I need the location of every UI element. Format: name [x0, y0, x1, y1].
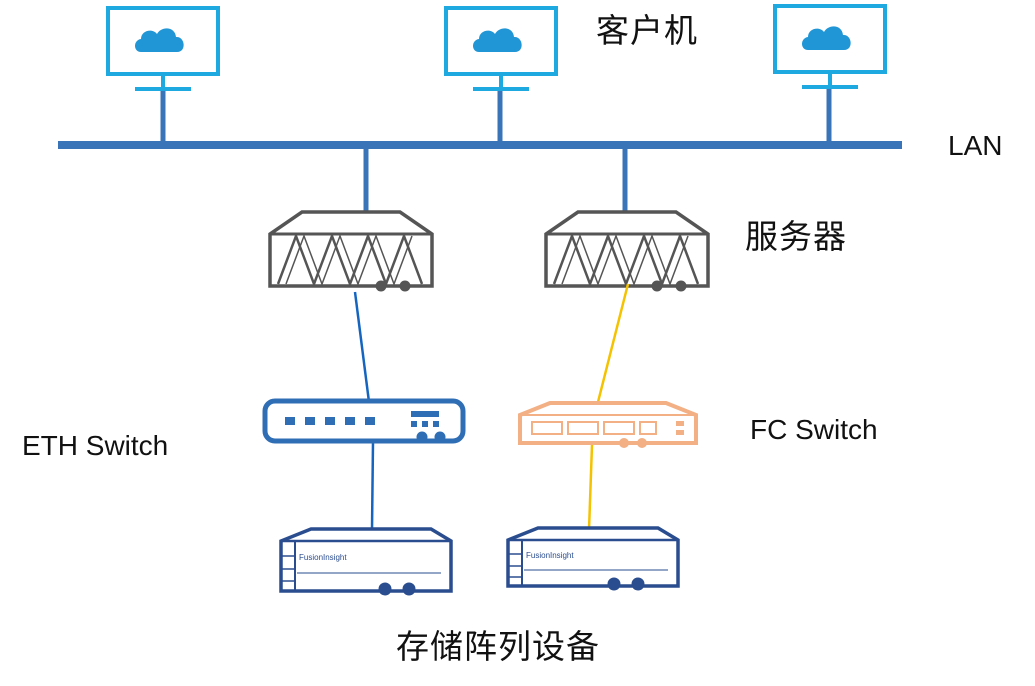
fc-link-switch-storage: [587, 444, 594, 531]
fc-link-server-switch: [596, 283, 630, 403]
server-1: [268, 210, 434, 292]
cloud-icon: [802, 26, 851, 50]
eth-switch: [262, 398, 466, 444]
cloud-icon: [473, 28, 522, 52]
eth-switch-label: ETH Switch: [22, 430, 169, 461]
fc-switch: [518, 401, 698, 448]
storage-array-1: FusionInsight: [279, 527, 453, 596]
storage-label: 存储阵列设备: [396, 627, 600, 666]
clients-label: 客户机: [596, 11, 698, 50]
server-2: [544, 210, 710, 292]
lan-label: LAN: [948, 130, 1003, 161]
eth-link-switch-storage: [370, 441, 375, 531]
eth-link-server-switch: [353, 291, 371, 403]
client-monitor-1: [106, 6, 220, 91]
client-monitor-3: [773, 4, 887, 89]
storage-brand-label: FusionInsight: [526, 551, 574, 560]
cloud-icon: [135, 28, 184, 52]
servers-label: 服务器: [745, 217, 847, 256]
fc-switch-label: FC Switch: [750, 414, 878, 445]
storage-array-2: FusionInsight: [506, 526, 680, 591]
client-monitor-2: [444, 6, 558, 91]
storage-brand-label: FusionInsight: [299, 553, 347, 562]
